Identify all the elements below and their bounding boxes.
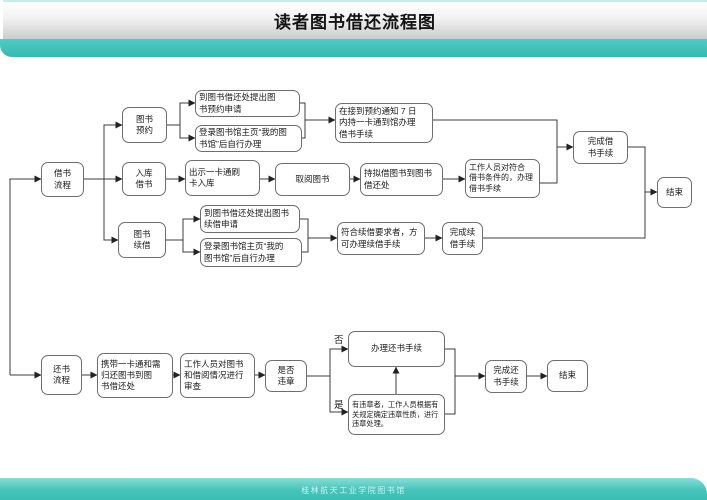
node-staff-borrow: 工作人员对符合 借书条件的，办理 借书手续 bbox=[465, 159, 540, 198]
teal-banner bbox=[0, 39, 707, 57]
node-staff-check: 工作人员对图书 和借阅情况进行 审查 bbox=[180, 353, 255, 398]
node-borrow-process: 借书 流程 bbox=[41, 162, 84, 197]
node-renew-apply: 到图书借还处提出图书 续借申请 bbox=[200, 205, 300, 233]
node-carry-books: 携带一卡通和需 归还图书到图 书借还处 bbox=[97, 353, 173, 398]
node-reserve-notice: 在接到预约通知 7 日 内持一卡通到馆办理 借书手续 bbox=[335, 103, 433, 143]
footer-text: 桂林航天工业学院图书馆 bbox=[301, 486, 406, 495]
node-end-borrow: 结束 bbox=[657, 177, 692, 208]
footer-banner: 桂林航天工业学院图书馆 bbox=[0, 478, 707, 500]
node-done-return: 完成还 书手续 bbox=[485, 360, 527, 393]
node-renew-online: 登录图书馆主页“我的 图书馆”后自行办理 bbox=[200, 238, 302, 267]
node-done-borrow: 完成借 书手续 bbox=[573, 131, 628, 164]
node-violate-question: 是否 违章 bbox=[265, 360, 307, 392]
node-violate-handle: 有违章者，工作人员根据有 关规定确定违章性质，进行 违章处理。 bbox=[348, 394, 445, 435]
node-reserve-online: 登录图书馆主页“我的图 书馆”后自行办理 bbox=[195, 125, 302, 152]
branch-label-no: 否 bbox=[334, 335, 344, 346]
node-pick-books: 取阅图书 bbox=[275, 163, 350, 196]
node-reserve-apply: 到图书借还处提出图 书预约申请 bbox=[195, 90, 300, 117]
branch-label-yes: 是 bbox=[334, 400, 344, 411]
node-enter-borrow: 入库 借书 bbox=[122, 162, 166, 196]
node-renew-ok: 符合续借要求者，方 可办理续借手续 bbox=[337, 222, 425, 255]
node-end-return: 结束 bbox=[547, 360, 588, 392]
node-book-renew: 图书 续借 bbox=[118, 222, 166, 258]
node-return-process: 还书 流程 bbox=[41, 355, 82, 395]
node-done-renew: 完成续 借手续 bbox=[442, 222, 483, 255]
node-book-reserve: 图书 预约 bbox=[122, 107, 167, 143]
header-top-line bbox=[3, 0, 707, 2]
node-show-card: 出示一卡通刷 卡入库 bbox=[185, 160, 260, 196]
node-bring-books: 持拟借图书到图书 借还处 bbox=[360, 163, 443, 196]
page-title: 读者图书借还流程图 bbox=[274, 13, 436, 32]
node-return-handle: 办理还书手续 bbox=[348, 331, 445, 367]
title-bar: 读者图书借还流程图 bbox=[3, 2, 707, 39]
